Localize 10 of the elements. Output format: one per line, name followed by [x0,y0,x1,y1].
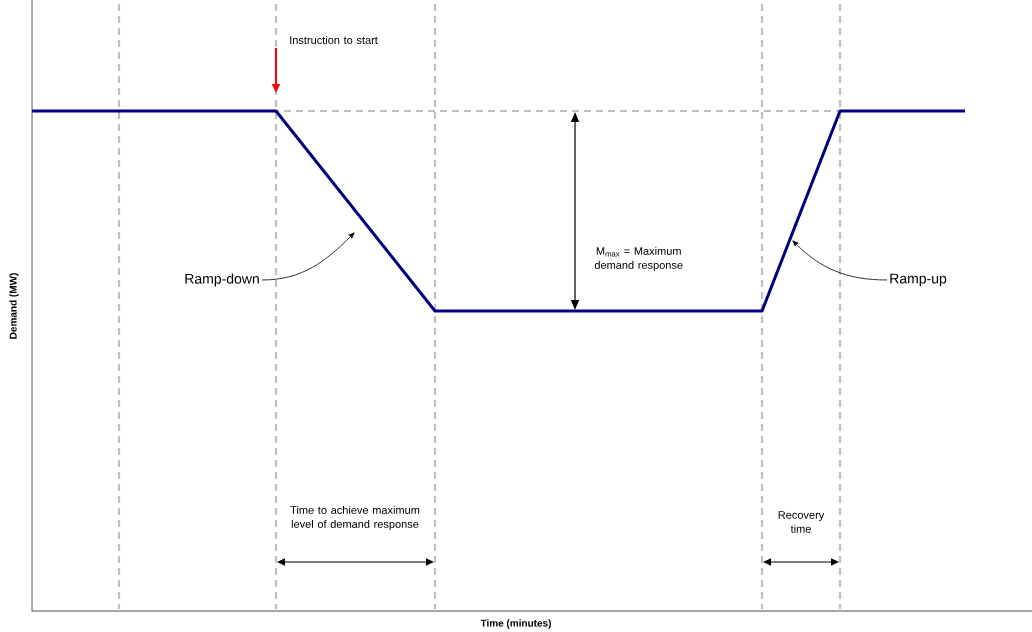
dimension-label: Recovery time [778,511,825,533]
dimension-label: M$_{max}$ = Maximum demand response [594,246,683,272]
curve-label: Ramp-up [890,273,947,287]
curve-label: Ramp-down [185,273,259,287]
leader-line [261,232,355,281]
axis-title: Time (minutes) [480,619,551,629]
instruction-text: Instruction to start [290,35,378,45]
leader-line [792,240,888,281]
dimension-label: Time to achieve maximum level of demand response [290,505,420,531]
axis-title: Demand (MW) [9,273,19,339]
